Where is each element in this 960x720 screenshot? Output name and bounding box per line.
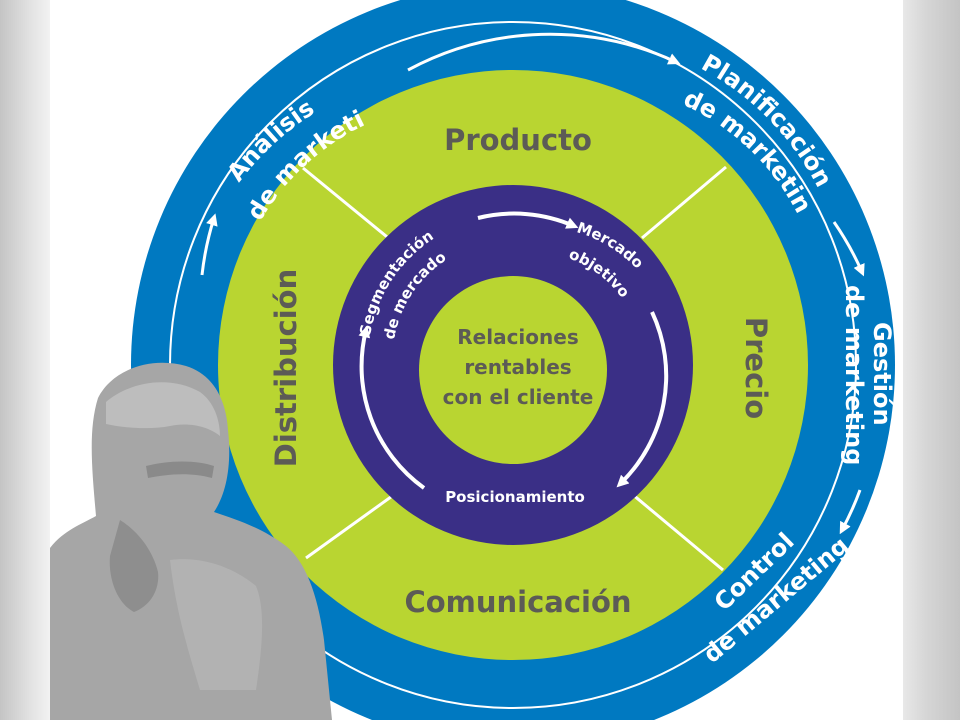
arrow-analisis-to-planificacion [407,32,681,72]
center-label-line3: con el cliente [443,385,594,409]
posicionamiento-label: Posicionamiento [445,488,585,506]
center-disc [419,276,607,464]
center-label-line1: Relaciones [457,325,578,349]
arrow-mercado-to-posicionamiento [616,311,669,488]
gestion-label-line1: Gestión [868,322,896,426]
arrow-segmentacion-to-mercado [477,211,579,229]
arrow-posicionamiento-to-segmentacion [358,325,426,490]
arrow-control-to-analisis [200,213,218,276]
comunicacion-label: Comunicación [404,585,631,619]
quadrant-dividers [302,165,727,572]
gestion-label-line2: de marketing [840,285,868,465]
arrow-gestion-to-control [839,489,862,535]
precio-label: Precio [739,317,773,419]
left-frame-margin [0,0,50,720]
portrait-photo [50,362,332,720]
arrow-planificacion-to-gestion [832,221,865,277]
distribucion-label: Distribución [269,269,303,467]
right-frame-margin [903,0,960,720]
producto-label: Producto [444,123,592,157]
center-label-line2: rentables [464,355,571,379]
